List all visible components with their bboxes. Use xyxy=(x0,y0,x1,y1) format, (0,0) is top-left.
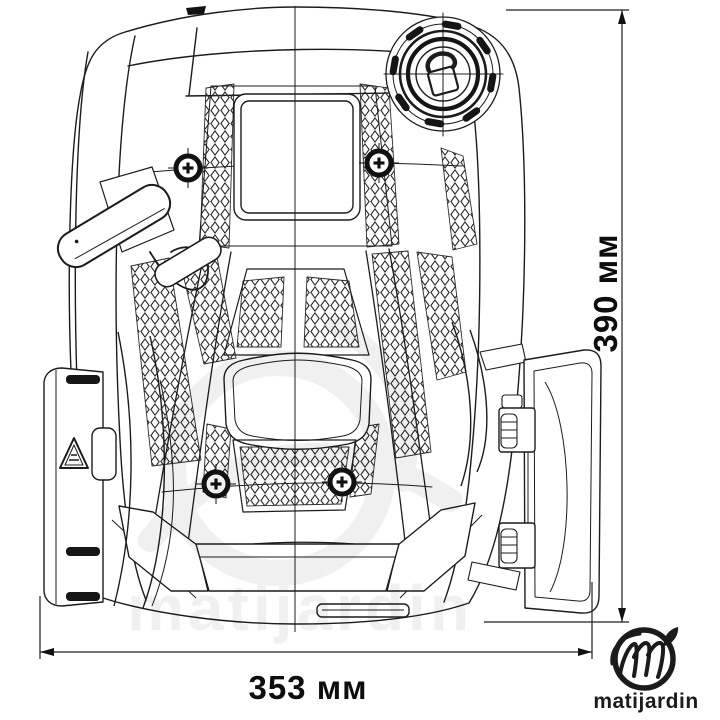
width-dimension-label: 353 мм xyxy=(248,669,367,706)
fuel-cap-ribs xyxy=(389,20,497,128)
right-wheel-body xyxy=(523,349,602,614)
warning-triangle-icon xyxy=(59,437,89,469)
logo-leaf-icon xyxy=(663,627,679,646)
lever-handle xyxy=(56,183,172,269)
front-bumper xyxy=(111,502,483,618)
logo-circle xyxy=(612,627,676,691)
deck-panels xyxy=(198,85,393,513)
right-wheel xyxy=(451,321,602,614)
center-access-panel xyxy=(223,352,372,450)
left-wheel-body xyxy=(43,367,104,607)
height-dimension-label: 390 мм xyxy=(587,233,624,352)
logo-wordmark: matijardin xyxy=(593,690,698,713)
side-lever xyxy=(56,166,222,291)
watermark: matijardin xyxy=(127,315,473,644)
brand-logo: matijardin xyxy=(593,627,698,713)
watermark-text: matijardin xyxy=(127,572,473,644)
left-wheel xyxy=(43,331,174,609)
dimension-annotations xyxy=(39,9,629,659)
logo-monogram xyxy=(610,632,666,679)
top-vent-slot xyxy=(186,6,206,15)
fuel-cap xyxy=(383,12,504,137)
